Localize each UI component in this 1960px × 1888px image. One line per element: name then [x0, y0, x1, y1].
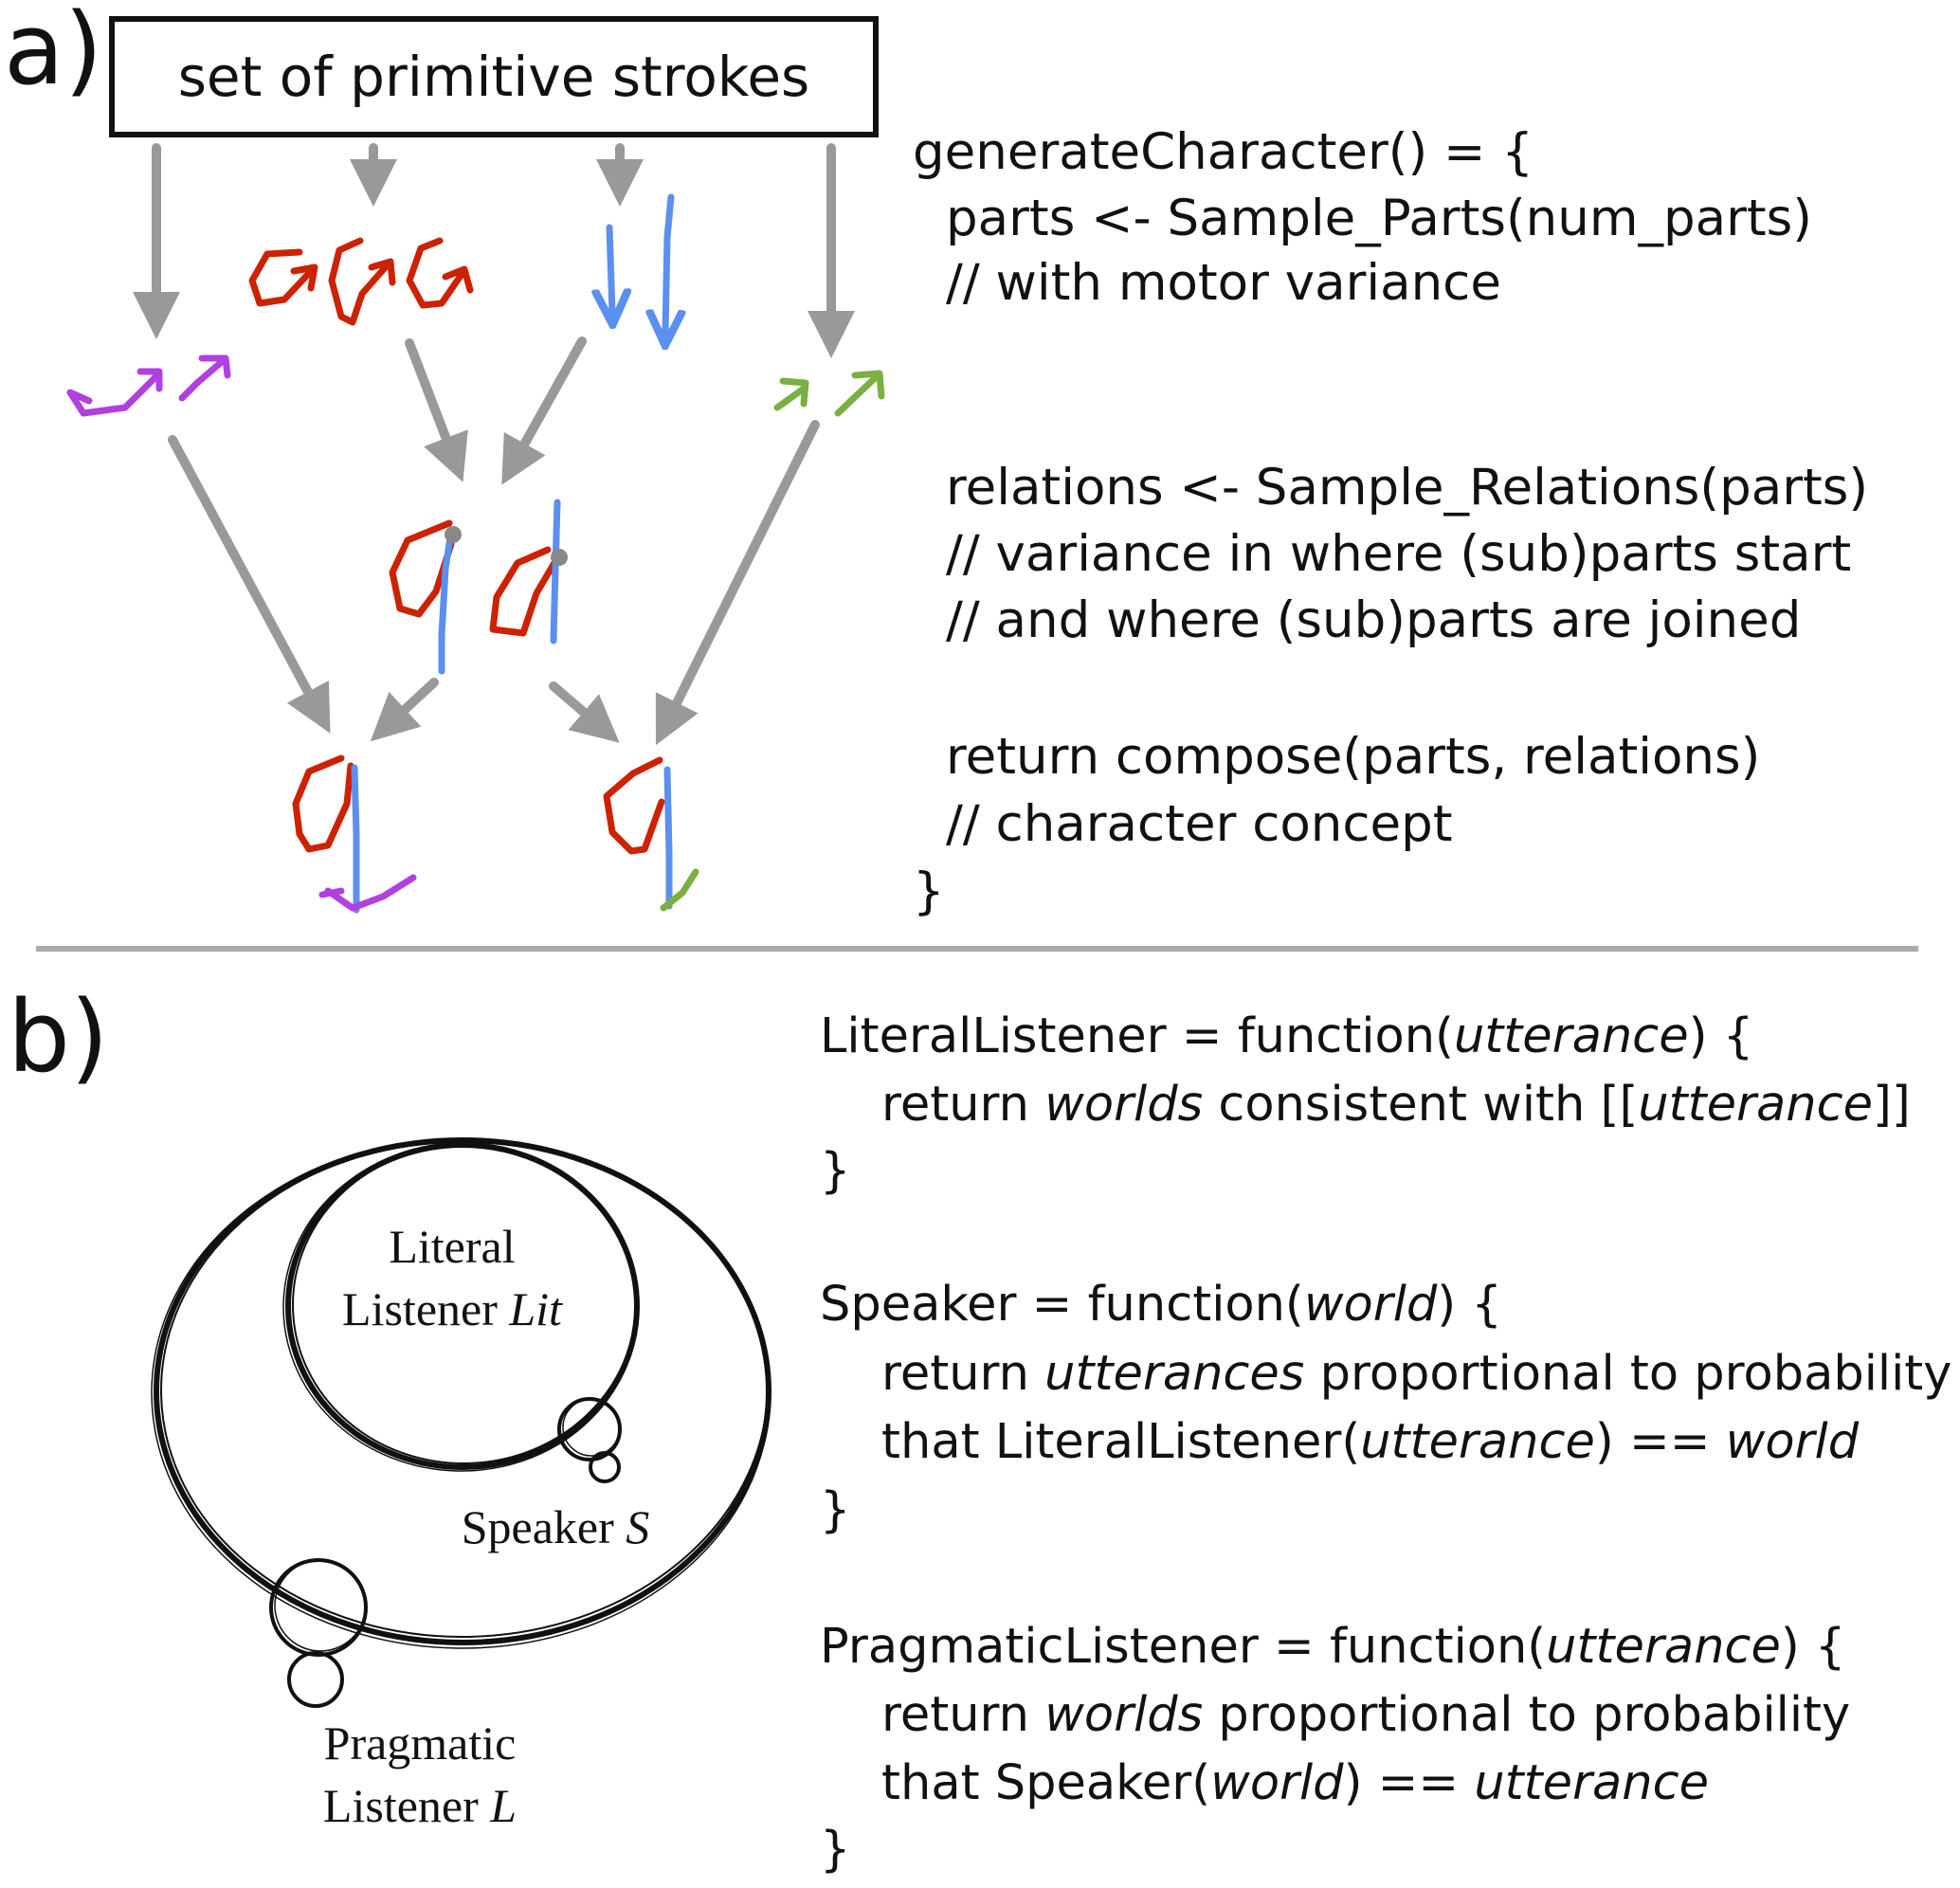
pragmatic-listener-head: PragmaticListener = function(utterance) …: [820, 1619, 1845, 1675]
panel-b-label: b): [8, 979, 109, 1095]
merge-arrows: [168, 336, 820, 746]
pragmatic-listener-body-1: return worlds proportional to probabilit…: [881, 1687, 1850, 1743]
speaker-body-1: return utterances proportional to probab…: [881, 1346, 1951, 1402]
arrow-purple-to-char-left: [168, 435, 331, 734]
speaker-label: Speaker S: [462, 1500, 650, 1553]
literal-listener-label: Listener Lit: [342, 1282, 563, 1335]
red-stroke-samples: [248, 237, 474, 326]
speaker-head: Speaker = function(world) {: [820, 1277, 1502, 1333]
character-left: [292, 754, 417, 914]
speaker-close: }: [820, 1482, 850, 1538]
literal-listener-close: }: [820, 1143, 850, 1199]
venn-diagram: Literal Listener Lit Speaker S Pragmatic…: [151, 1137, 771, 1832]
primitive-strokes-label: set of primitive strokes: [178, 45, 810, 109]
joint-dot-left: [445, 526, 462, 543]
code-line: }: [913, 862, 945, 920]
composite-parts: [389, 499, 568, 675]
arrow-green-to-char-right: [655, 420, 820, 746]
code-comment: // variance in where (sub)parts start: [946, 525, 1851, 583]
panel-a: a) set of primitive strokes: [4, 0, 1868, 920]
literal-listener-body: return worlds consistent with [[utteranc…: [881, 1077, 1911, 1133]
panel-b: b) Literal L: [8, 979, 1951, 1878]
joint-dot-right: [551, 549, 568, 566]
primitive-strokes-box: [109, 16, 879, 137]
pragmatic-listener-body-2: that Speaker(world) == utterance: [881, 1755, 1709, 1811]
code-line: generateCharacter() = {: [913, 123, 1534, 181]
rsa-code: LiteralListener = function(utterance) { …: [820, 1008, 1951, 1878]
arrow-red-to-composite: [405, 338, 468, 482]
pragmatic-listener-close: }: [820, 1822, 850, 1878]
purple-stroke-samples: [66, 354, 231, 417]
panel-a-label: a): [4, 0, 102, 107]
literal-label: Literal: [389, 1220, 515, 1273]
code-comment: // with motor variance: [946, 254, 1501, 312]
literal-listener-circle: [282, 1142, 640, 1472]
green-stroke-samples: [773, 370, 885, 417]
speaker-body-2: that LiteralListener(utterance) == world: [881, 1414, 1860, 1470]
arrow-composite-to-char-right: [549, 681, 620, 743]
pragmatic-listener-circle: [151, 1137, 771, 1649]
arrow-composite-to-char-left: [370, 678, 439, 742]
code-line: parts <- Sample_Parts(num_parts): [946, 190, 1812, 247]
blue-stroke-samples: [609, 193, 671, 334]
generate-character-code: generateCharacter() = { parts <- Sample_…: [913, 123, 1868, 920]
code-line: relations <- Sample_Relations(parts): [946, 459, 1868, 517]
box-arrows: [133, 143, 855, 358]
pragmatic-bubbles: [269, 1558, 368, 1708]
literal-listener-head: LiteralListener = function(utterance) {: [820, 1008, 1753, 1064]
pragmatic-label: Pragmatic: [324, 1716, 517, 1770]
arrow-blue-to-composite: [501, 336, 587, 485]
code-line: return compose(parts, relations): [946, 728, 1760, 786]
speaker-bubbles: [557, 1397, 622, 1483]
code-comment: // and where (sub)parts are joined: [946, 591, 1801, 649]
code-comment: // character concept: [946, 795, 1453, 853]
character-right: [603, 756, 699, 912]
pragmatic-listener-label: Listener L: [323, 1779, 517, 1832]
